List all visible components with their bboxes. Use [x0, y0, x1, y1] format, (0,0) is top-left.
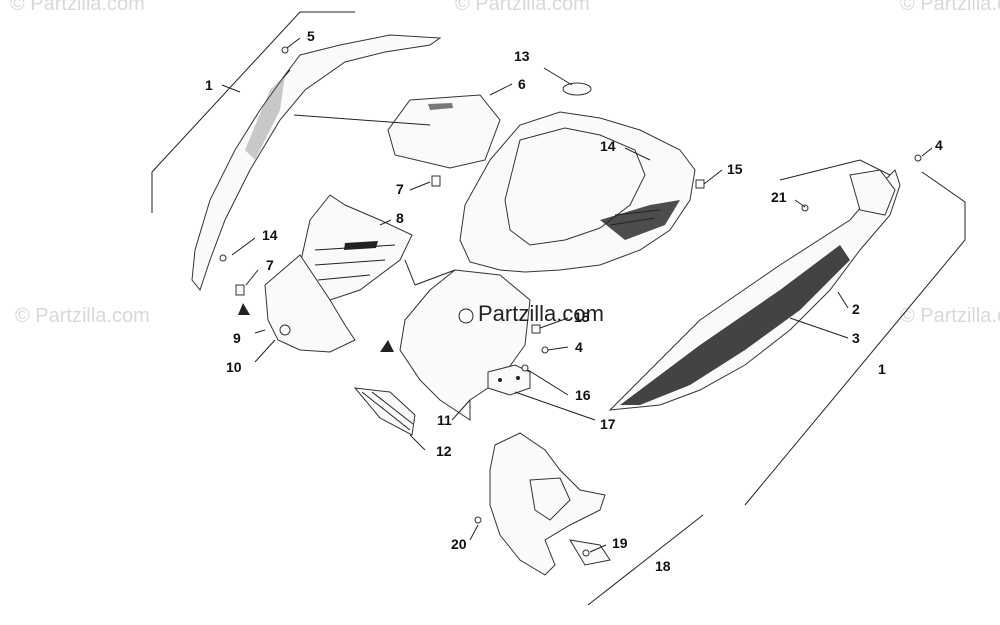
part-10-lower-nose: [264, 254, 356, 353]
callout-14-top: 14: [600, 138, 616, 154]
bracket-part-18: [587, 514, 704, 606]
part-17-bracket: [487, 364, 531, 396]
callout-10: 10: [226, 359, 242, 375]
part-12-mesh-screen: [353, 387, 416, 436]
callout-19: 19: [612, 535, 628, 551]
callout-12: 12: [436, 443, 452, 459]
callout-18: 18: [655, 558, 671, 574]
part-18-lower-panel: [489, 432, 611, 576]
callout-1-left: 1: [205, 77, 213, 93]
callout-17: 17: [600, 416, 616, 432]
callout-13: 13: [514, 48, 530, 64]
callout-8: 8: [396, 210, 404, 226]
callout-20: 20: [451, 536, 467, 552]
callout-5: 5: [307, 28, 315, 44]
bracket-part-1-right: [744, 171, 966, 506]
callout-3: 3: [852, 330, 860, 346]
callout-4-mid: 4: [575, 339, 583, 355]
callout-6: 6: [518, 76, 526, 92]
callout-15-right: 15: [727, 161, 743, 177]
callout-7-lower: 7: [266, 257, 274, 273]
watermark-top-right: © Partzilla.com: [900, 0, 1000, 15]
brand-mark: Partzilla.com: [458, 301, 604, 326]
callout-7-upper: 7: [396, 181, 404, 197]
callout-14-left: 14: [262, 227, 278, 243]
part-1-top-cowl: [191, 34, 442, 292]
part-11-center-hood: [399, 111, 696, 421]
callout-9: 9: [233, 330, 241, 346]
watermark-top-center: © Partzilla.com: [455, 0, 590, 15]
brand-mark-text: Partzilla.com: [478, 301, 604, 326]
callout-4-top: 4: [935, 137, 943, 153]
part-13-oval: [562, 82, 592, 96]
watermarks: © Partzilla.com © Partzilla.com © Partzi…: [10, 0, 1000, 327]
hardware: [219, 46, 922, 557]
leader-lines: [221, 37, 933, 553]
callout-2: 2: [852, 301, 860, 317]
part-3-side-panel: [608, 159, 901, 411]
callouts: 1 2 3 4 4 5 6 7 7 8 9 10 11 12 13 14 14 …: [205, 28, 943, 574]
callout-16: 16: [575, 387, 591, 403]
callout-1-right: 1: [878, 361, 886, 377]
callout-21: 21: [771, 189, 787, 205]
watermark-mid-left: © Partzilla.com: [15, 305, 150, 327]
part-6-panel: [387, 94, 501, 169]
callout-11: 11: [437, 412, 452, 428]
callout-15-mid: 15: [574, 309, 590, 325]
watermark-mid-right: © Partzilla.com: [900, 305, 1000, 327]
watermark-top-left: © Partzilla.com: [10, 0, 145, 15]
bracket-part-1-left: [151, 11, 355, 213]
